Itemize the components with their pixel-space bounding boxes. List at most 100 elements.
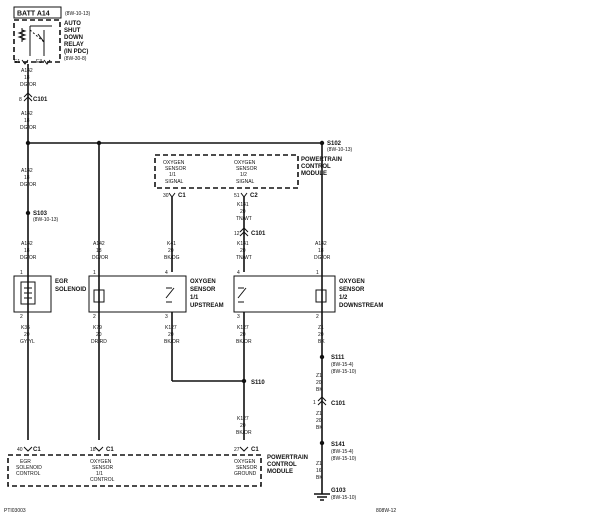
asd-relay-line-4: RELAY — [64, 42, 84, 48]
pcm-o2-ctrl-text: CONTROL — [90, 477, 115, 483]
ground-icon — [314, 493, 330, 501]
splice-dot — [25, 140, 31, 146]
wire-label: Z1 — [316, 411, 322, 417]
wire-label: BK/DG — [164, 255, 180, 261]
egr-solenoid-coil — [20, 281, 36, 305]
wire-label: 20 — [240, 248, 246, 254]
pcm-sig1-text: 1/1 — [169, 172, 176, 178]
s103-name: S103 — [33, 211, 48, 217]
s111-name: S111 — [331, 355, 345, 361]
pcm-sig2-text: SIGNAL — [236, 179, 255, 185]
pcm-conn-c1: C1 — [178, 193, 186, 199]
wire-label: A142 — [21, 111, 33, 117]
o2-up-label: OXYGEN — [190, 279, 216, 285]
wire-label: A142 — [21, 168, 33, 174]
asd-relay-ref: (8W-30-8) — [64, 56, 87, 62]
wire-label: A142 — [315, 241, 327, 247]
pcm-sig1-text: SIGNAL — [165, 179, 184, 185]
wire-label: K141 — [237, 202, 249, 208]
pcm-bottom-conn: C1 — [33, 447, 41, 453]
c101-low-name: C101 — [331, 401, 346, 407]
s141-ref: (8W-15-10) — [331, 456, 357, 462]
pcm-pin-40: 40 — [17, 447, 23, 453]
wire-label: 20 — [240, 423, 246, 429]
asd-relay-line-2: SHUT — [64, 28, 81, 34]
wire-label: BK/OR — [236, 430, 252, 436]
pcm-o2-ctrl-text: OXYGEN — [90, 459, 112, 465]
pcm-sig1-text: OXYGEN — [163, 160, 185, 166]
o2-up-heater — [93, 289, 105, 303]
o2-up-label: SENSOR — [190, 287, 216, 293]
c101-top-symbol — [23, 92, 33, 102]
pcm-bottom-title: CONTROL — [267, 462, 297, 468]
pcm-top-title: MODULE — [301, 171, 327, 177]
wire-label: 20 — [168, 332, 174, 338]
wire-label: BK — [316, 387, 323, 393]
s102-ref: (8W-10-13) — [327, 147, 353, 153]
pcm-conn-c2: C2 — [250, 193, 258, 199]
c2-connector-symbol — [240, 192, 248, 198]
pcm-egr-ctrl-text: SOLENOID — [16, 465, 42, 471]
egr-pin-1: 1 — [20, 270, 23, 276]
asd-connector-symbols — [21, 59, 51, 65]
battery-label: BATT A14 — [17, 11, 50, 18]
egr-pin-2: 2 — [20, 314, 23, 320]
wire-label: K35 — [21, 325, 30, 331]
asd-pin-e3: E3 — [36, 59, 42, 65]
wire-label: 20 — [240, 209, 246, 215]
o2-down-label: 1/2 — [339, 295, 348, 301]
o2-down-label: OXYGEN — [339, 279, 365, 285]
c101-mid-name: C101 — [251, 231, 266, 237]
c101-low-pin: 1 — [313, 400, 316, 406]
o2-downstream-box — [233, 275, 336, 313]
wire-label: DG/OR — [20, 125, 37, 131]
o2-up-pin: 3 — [165, 314, 168, 320]
pcm-bottom-title: POWERTRAIN — [267, 455, 308, 461]
wire-label: 20 — [316, 418, 322, 424]
wire-label: K127 — [165, 325, 177, 331]
wire-label: Z1 — [316, 373, 322, 379]
egr-solenoid-box — [13, 275, 52, 313]
c101-top-pin: 8 — [19, 97, 22, 103]
wire-label: DG/OR — [20, 182, 37, 188]
o2-up-label: 1/1 — [190, 295, 199, 301]
wire-label: K141 — [237, 241, 249, 247]
pcm-bottom-box — [7, 454, 262, 487]
wire-label: 20 — [96, 332, 102, 338]
pcm-o2-ctrl-text: SENSOR — [92, 465, 114, 471]
wire-label: BK — [318, 339, 325, 345]
egr-label: EGR — [55, 279, 69, 285]
wire-label: 18 — [24, 248, 30, 254]
o2-down-pin: 4 — [237, 270, 240, 276]
s111-ref: (8W-15-10) — [331, 369, 357, 375]
s110-name: S110 — [251, 380, 265, 386]
asd-pin-e1: E1 — [14, 59, 20, 65]
battery-label-box — [13, 6, 62, 19]
o2-down-label: SENSOR — [339, 287, 365, 293]
o2-down-sensor-element — [237, 287, 247, 303]
c101-top-name: C101 — [33, 97, 48, 103]
asd-relay-line-5: (IN PDC) — [64, 49, 88, 55]
wire-label: A142 — [93, 241, 105, 247]
s111-ref: (8W-15-4) — [331, 362, 354, 368]
asd-relay-line-3: DOWN — [64, 35, 83, 41]
s110-dot — [241, 378, 247, 384]
footer-page-id: 808W-12 — [376, 508, 396, 514]
pcm-pin-51: 51 — [234, 193, 240, 199]
pcm-bottom-connector-symbols — [23, 446, 249, 452]
wire-label: 18 — [24, 175, 30, 181]
wire-label: TN/WT — [236, 216, 252, 222]
wire-label: 18 — [318, 248, 324, 254]
s103-dot — [25, 210, 31, 216]
o2-down-pin: 2 — [316, 314, 319, 320]
wire-label: 20 — [240, 332, 246, 338]
wire-label: 20 — [316, 380, 322, 386]
s111-dot — [319, 354, 325, 360]
wire-label: 20 — [24, 332, 30, 338]
o2-down-heater — [315, 289, 327, 303]
asd-relay — [13, 19, 61, 63]
s141-ref: (8W-15-4) — [331, 449, 354, 455]
pcm-sig2-text: OXYGEN — [234, 160, 256, 166]
pcm-bottom-conn: C1 — [251, 447, 259, 453]
